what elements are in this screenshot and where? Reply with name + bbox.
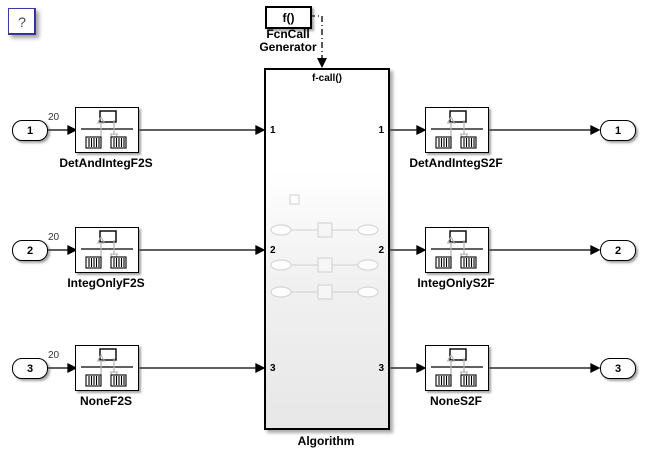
function-call-line bbox=[309, 15, 323, 58]
inport-1-number: 1 bbox=[26, 124, 34, 137]
inport-2[interactable]: 2 bbox=[12, 240, 48, 261]
outport-1[interactable]: 1 bbox=[600, 120, 636, 141]
rate-conversion-icon bbox=[80, 230, 134, 269]
inport-2-number: 2 bbox=[26, 244, 34, 257]
fcncall-generator-label: FcnCall Generator bbox=[259, 27, 317, 54]
rate-conversion-icon bbox=[80, 110, 134, 149]
rate-conversion-icon bbox=[430, 110, 484, 149]
integonlys2f-label: IntegOnlyS2F bbox=[417, 276, 495, 290]
integonlyf2s-block[interactable] bbox=[75, 227, 139, 273]
fcncall-generator-text: f() bbox=[282, 10, 295, 25]
function-call-arrowhead bbox=[317, 58, 327, 68]
outport-3[interactable]: 3 bbox=[600, 358, 636, 379]
integonlys2f-block[interactable] bbox=[425, 227, 489, 273]
algorithm-inport-3-label: 3 bbox=[270, 363, 276, 374]
detandintegf2s-label: DetAndIntegF2S bbox=[59, 156, 153, 170]
nonef2s-block[interactable] bbox=[75, 345, 139, 391]
algorithm-outport-1-label: 1 bbox=[378, 125, 384, 136]
nones2f-block[interactable] bbox=[425, 345, 489, 391]
inport-3-number: 3 bbox=[26, 362, 34, 375]
help-button[interactable]: ? bbox=[8, 8, 36, 35]
integonlyf2s-label: IntegOnlyF2S bbox=[67, 276, 145, 290]
algorithm-inport-1-label: 1 bbox=[270, 125, 276, 136]
help-button-label: ? bbox=[18, 13, 26, 30]
inport-3[interactable]: 3 bbox=[12, 358, 48, 379]
signal-width-label-3: 20 bbox=[48, 350, 60, 361]
outport-2-number: 2 bbox=[614, 244, 622, 257]
algorithm-outport-3-label: 3 bbox=[378, 363, 384, 374]
algorithm-outport-2-label: 2 bbox=[378, 245, 384, 256]
inport-1[interactable]: 1 bbox=[12, 120, 48, 141]
detandintegs2f-label: DetAndIntegS2F bbox=[409, 156, 503, 170]
nonef2s-label: NoneF2S bbox=[79, 394, 133, 408]
algorithm-subsystem-block[interactable]: f-call() 1 2 3 1 2 3 bbox=[264, 68, 390, 430]
signal-width-label-1: 20 bbox=[48, 112, 60, 123]
outport-2[interactable]: 2 bbox=[600, 240, 636, 261]
signal-width-label-2: 20 bbox=[48, 232, 60, 243]
nones2f-label: NoneS2F bbox=[429, 394, 483, 408]
outport-1-number: 1 bbox=[614, 124, 622, 137]
rate-conversion-icon bbox=[80, 348, 134, 387]
algorithm-fcall-port-label: f-call() bbox=[312, 73, 342, 84]
outport-3-number: 3 bbox=[614, 362, 622, 375]
rate-conversion-icon bbox=[430, 230, 484, 269]
rate-conversion-icon bbox=[430, 348, 484, 387]
detandintegf2s-block[interactable] bbox=[75, 107, 139, 153]
fcncall-generator-block[interactable]: f() bbox=[265, 6, 312, 29]
algorithm-inport-2-label: 2 bbox=[270, 245, 276, 256]
subsystem-content-preview bbox=[270, 194, 379, 300]
detandintegs2f-block[interactable] bbox=[425, 107, 489, 153]
algorithm-block-label: Algorithm bbox=[297, 434, 355, 448]
